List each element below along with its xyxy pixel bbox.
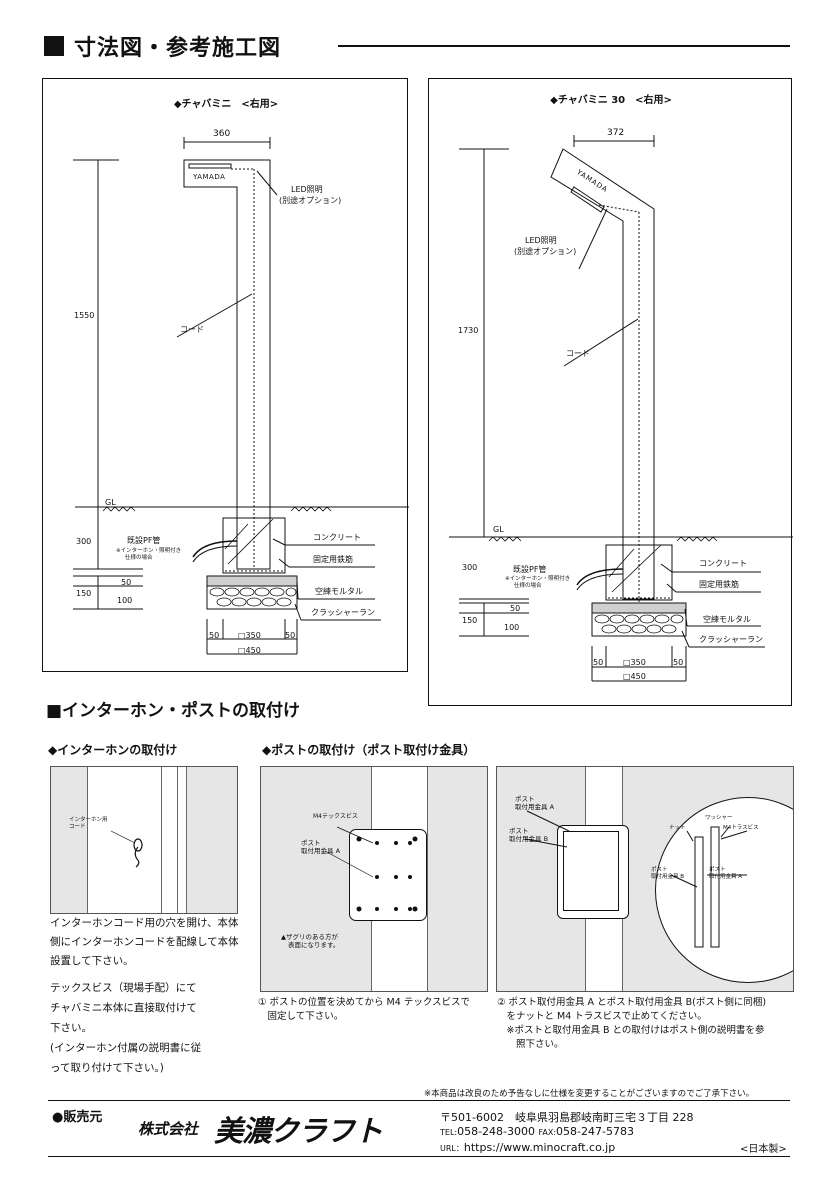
post-box: [557, 825, 629, 919]
bottom-dim-right-c: 50: [673, 658, 684, 667]
led-sub-left: (別途オプション): [279, 196, 342, 205]
base-dim-right: 150: [462, 616, 478, 625]
post-image-1: M4テックスビス ポスト取付用金具 A ▲ザグリのある方が表面になります。: [260, 766, 488, 992]
cord-icon: [110, 830, 143, 868]
m4-tex-screw-label: M4テックスビス: [313, 813, 358, 820]
post-image-2: ポスト取付用金具 A ポスト取付用金具 B ナット ワッシャー M4トラスビス …: [496, 766, 794, 992]
screw-holes-icon: [324, 826, 418, 912]
concrete-label-right: コンクリート: [699, 559, 747, 568]
intercom-cord-label: インターホン用コード: [69, 817, 108, 831]
footer-rule-bottom: [48, 1156, 790, 1157]
made-in-japan: <日本製>: [740, 1144, 787, 1155]
width-dim-left: 360: [213, 129, 231, 139]
intercom-paragraph-2: テックスビス（現場手配）にて チャバミニ本体に直接取付けて 下さい。 (インター…: [50, 982, 202, 1074]
mortar-label-right: 空練モルタル: [703, 615, 751, 624]
left-drawing-svg: [73, 137, 409, 655]
right-drawing-panel: ◆チャバミニ 30 <右用> 372 YAMADA 1730 LED照明 (別途…: [428, 78, 793, 706]
depth-dim-right: 300: [462, 563, 478, 572]
mortar-dim-right: 50: [510, 604, 521, 613]
detail-zoom-circle: [655, 797, 793, 983]
gl-label-left: GL: [105, 498, 116, 507]
bracket-b-label: ポスト取付用金具 B: [509, 827, 549, 844]
page-title: 寸法図・参考施工図: [44, 30, 281, 62]
crusher-dim-right: 100: [504, 623, 520, 632]
intercom-heading: ◆インターホンの取付け: [48, 743, 178, 757]
gl-label-right: GL: [493, 525, 504, 534]
washer-label: ワッシャー: [705, 815, 733, 821]
bottom-dim-right-b: □350: [623, 658, 646, 667]
company-address: 〒501-6002 岐阜県羽島郡岐南町三宅３丁目 228: [440, 1111, 694, 1124]
base-dim-left: 150: [76, 589, 92, 598]
right-drawing-title: ◆チャバミニ 30 <右用>: [550, 95, 672, 106]
led-sub-right: (別途オプション): [514, 247, 577, 256]
company-phone-fax: TEL:058-248-3000 FAX:058-247-5783: [440, 1125, 634, 1138]
depth-dim-left: 300: [76, 537, 92, 546]
bottom-dim-left-a: 50: [209, 631, 220, 640]
concrete-label-left: コンクリート: [313, 533, 361, 542]
right-drawing-svg: [449, 135, 793, 682]
seller-label: ●販売元: [52, 1110, 103, 1125]
bracket-a-label-2: ポスト取付用金具 A: [515, 795, 555, 812]
intercom-image: インターホン用コード: [50, 766, 238, 914]
rebar-label-left: 固定用鉄筋: [313, 555, 353, 564]
post-heading: ◆ポストの取付け（ポスト取付け金具）: [262, 743, 476, 757]
zoom-bracket-a-label: ポスト取付用金具 A: [709, 867, 743, 881]
led-label-right: LED照明: [525, 236, 557, 245]
left-drawing-title: ◆チャバミニ <右用>: [173, 99, 279, 110]
bottom-dim-left-total: □450: [238, 646, 261, 655]
led-label-left: LED照明: [291, 185, 323, 194]
width-dim-right: 372: [607, 128, 625, 138]
cord-label-left: コード: [180, 325, 204, 334]
bottom-dim-left-c: 50: [285, 631, 296, 640]
company-url-link[interactable]: https://www.minocraft.co.jp: [463, 1141, 616, 1154]
notice-text: ※本商品は改良のため予告なしに仕様を変更することがございますのでご了承下さい。: [424, 1089, 755, 1099]
pf-note-left: ※インターホン・照明付き仕様の場合: [116, 548, 182, 562]
mortar-label-left: 空練モルタル: [315, 587, 363, 596]
nameplate-left: YAMADA: [193, 173, 226, 181]
rebar-label-right: 固定用鉄筋: [699, 580, 739, 589]
bracket-a-label-1: ポスト取付用金具 A: [301, 839, 341, 856]
company-prefix: 株式会社: [138, 1120, 199, 1138]
bottom-dim-right-a: 50: [593, 658, 604, 667]
pf-label-left: 既設PF管: [127, 536, 161, 545]
section2-heading: ■インターホン・ポストの取付け: [46, 701, 301, 721]
post-caption-2: ② ポスト取付用金具 A とポスト取付用金具 B(ポスト側に同梱) をナットと …: [497, 997, 767, 1050]
company-url: URL：https://www.minocraft.co.jp: [440, 1141, 616, 1154]
pf-label-right: 既設PF管: [513, 565, 547, 574]
black-square-icon: [44, 36, 64, 56]
intercom-paragraph-1: インターホンコード用の穴を開け、本体 側にインターホンコードを配線して本体 設置…: [50, 917, 239, 967]
mortar-dim-left: 50: [121, 578, 132, 587]
pf-note-right: ※インターホン・照明付き仕様の場合: [505, 576, 571, 590]
zoom-bracket-b-label: ポスト取付用金具 B: [651, 867, 685, 881]
post-caption-1: ① ポストの位置を決めてから M4 テックスビスで 固定して下さい。: [258, 997, 471, 1022]
bottom-dim-right-total: □450: [623, 672, 646, 681]
height-dim-right: 1730: [458, 326, 479, 335]
cord-label-right: コード: [566, 349, 590, 358]
left-drawing-panel: ◆チャバミニ <右用> 360 YAMADA 1550 LED照明 (別途オプシ…: [42, 78, 409, 672]
crusher-label-right: クラッシャーラン: [699, 635, 763, 644]
bracket-detail-icon: [524, 810, 748, 948]
height-dim-left: 1550: [74, 311, 95, 320]
crusher-label-left: クラッシャーラン: [311, 608, 375, 617]
footer-rule-top: [48, 1100, 790, 1101]
bracket-a-plate: [349, 829, 427, 921]
nut-label: ナット: [669, 825, 686, 831]
m4-truss-screw-label: M4トラスビス: [723, 825, 759, 831]
company-logo: 美濃クラフト: [214, 1114, 383, 1148]
title-rule: [338, 45, 790, 47]
crusher-dim-left: 100: [117, 596, 133, 605]
counterbore-note: ▲ザグリのある方が表面になります。: [281, 933, 340, 950]
bottom-dim-left-b: □350: [238, 631, 261, 640]
